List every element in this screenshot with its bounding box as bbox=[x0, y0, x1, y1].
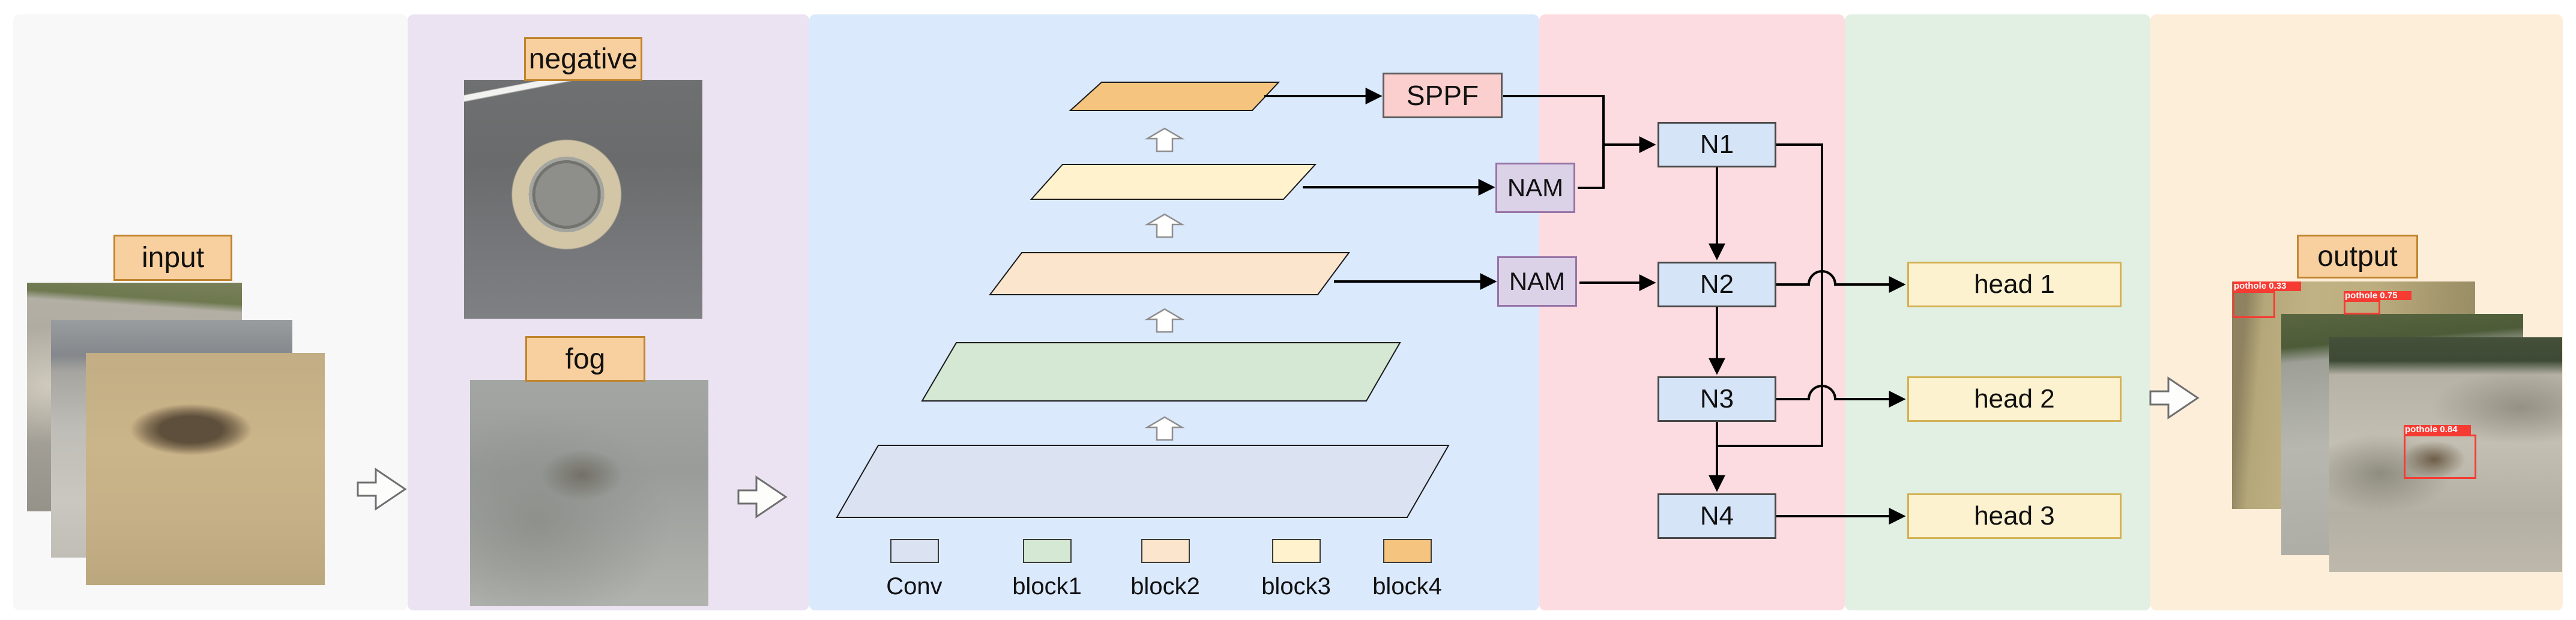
detection-box-3 bbox=[2404, 435, 2476, 479]
legend-label-block4: block4 bbox=[1372, 573, 1442, 600]
neck-node-n2: N2 bbox=[1658, 262, 1776, 307]
backbone-layer-block3 bbox=[1030, 164, 1317, 200]
fog-label-tag: fog bbox=[525, 336, 645, 382]
upsample-arrow-icon bbox=[1144, 213, 1185, 238]
detection-box-1 bbox=[2233, 291, 2275, 318]
head-box-3: head 3 bbox=[1907, 493, 2122, 539]
backbone-layer-block4 bbox=[1069, 82, 1280, 111]
legend-label-block2: block2 bbox=[1130, 573, 1200, 600]
head-box-1: head 1 bbox=[1907, 262, 2122, 307]
backbone-layer-block1 bbox=[921, 342, 1401, 402]
upsample-arrow-icon bbox=[1144, 127, 1185, 152]
connector-n1-skip-to-n4 bbox=[1718, 143, 1823, 447]
neck-node-n1: N1 bbox=[1658, 122, 1776, 167]
legend-swatch-block4 bbox=[1383, 539, 1432, 563]
flow-arrow-heads-to-output bbox=[2149, 376, 2200, 420]
head-box-2: head 2 bbox=[1907, 376, 2122, 422]
connector-n2-to-head1 bbox=[1776, 270, 1906, 293]
legend-swatch-conv bbox=[890, 539, 939, 563]
legend-swatch-block2 bbox=[1141, 539, 1190, 563]
input-photo-front bbox=[86, 353, 325, 585]
output-label-tag: output bbox=[2297, 235, 2418, 278]
input-label-tag: input bbox=[113, 235, 232, 281]
legend-swatch-block3 bbox=[1272, 539, 1321, 563]
legend-label-block3: block3 bbox=[1261, 573, 1331, 600]
nam-box-top: NAM bbox=[1495, 163, 1575, 213]
neck-node-n3: N3 bbox=[1658, 376, 1776, 422]
connector-sppf-nam-merge bbox=[1503, 95, 1605, 189]
sppf-box: SPPF bbox=[1383, 73, 1503, 118]
legend-swatch-block1 bbox=[1023, 539, 1072, 563]
backbone-layer-conv bbox=[836, 445, 1450, 518]
detection-label-1: pothole 0.33 bbox=[2233, 281, 2301, 291]
detection-label-3: pothole 0.84 bbox=[2404, 425, 2471, 435]
negative-label-tag: negative bbox=[524, 37, 642, 81]
output-photo-front bbox=[2329, 337, 2562, 572]
fog-sample-photo bbox=[470, 380, 708, 606]
flow-arrow-input-to-augmentation bbox=[357, 468, 407, 511]
neck-node-n4: N4 bbox=[1658, 493, 1776, 539]
flow-arrow-augmentation-to-backbone bbox=[737, 475, 788, 519]
detection-box-2 bbox=[2344, 300, 2380, 315]
connector-n3-to-head2 bbox=[1776, 385, 1906, 408]
upsample-arrow-icon bbox=[1144, 416, 1185, 441]
negative-sample-photo bbox=[464, 80, 702, 319]
upsample-arrow-icon bbox=[1144, 308, 1185, 333]
legend-label-conv: Conv bbox=[886, 573, 943, 600]
nam-box-mid: NAM bbox=[1497, 256, 1577, 307]
legend-label-block1: block1 bbox=[1012, 573, 1082, 600]
detection-label-2: pothole 0.75 bbox=[2344, 291, 2412, 300]
backbone-layer-block2 bbox=[988, 252, 1350, 295]
